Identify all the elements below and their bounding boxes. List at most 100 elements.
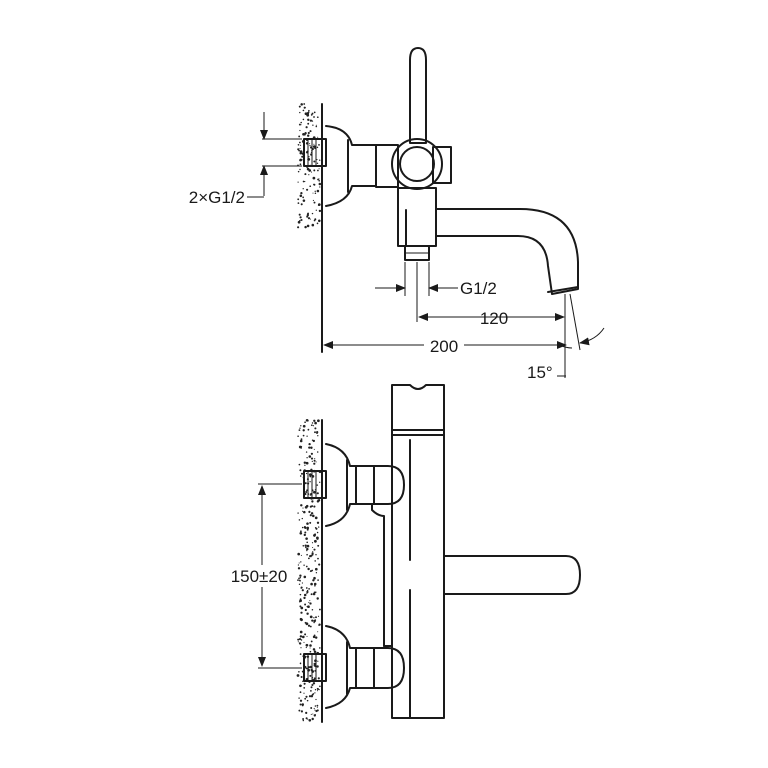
- wall-speck: [314, 190, 316, 192]
- wall-speck: [316, 159, 318, 161]
- wall-speck: [313, 490, 316, 494]
- wall-speck: [316, 521, 320, 524]
- wall-speck: [312, 682, 316, 685]
- wall-speck: [298, 429, 301, 431]
- wall-speck: [310, 690, 312, 692]
- wall-speck: [307, 131, 310, 135]
- wall-speck: [308, 446, 311, 449]
- wall-speck: [313, 576, 316, 580]
- wall-speck: [318, 526, 320, 528]
- wall-speck: [309, 521, 312, 524]
- wall-speck: [299, 163, 302, 166]
- wall-speck: [303, 593, 307, 597]
- wall-speck: [310, 457, 314, 460]
- wall-speck: [317, 579, 319, 581]
- wall-speck: [312, 124, 314, 126]
- wall-speck: [308, 174, 310, 176]
- wall-speck: [304, 225, 307, 229]
- wall-speck: [298, 709, 301, 712]
- wall-speck: [306, 224, 310, 228]
- wall-speck: [304, 531, 307, 534]
- overall-projection-dimension: 200: [323, 335, 567, 356]
- wall-speck: [299, 439, 303, 443]
- wall-speck: [316, 189, 320, 193]
- wall-speck: [298, 697, 300, 699]
- wall-speck: [297, 170, 300, 173]
- wall-speck: [305, 711, 308, 715]
- wall-speck: [314, 705, 317, 707]
- wall-speck: [311, 500, 314, 503]
- wall-speck: [299, 699, 303, 702]
- wall-speck: [299, 635, 303, 638]
- wall-speck: [316, 451, 319, 453]
- wall-speck: [297, 202, 300, 204]
- wall-speck: [308, 510, 311, 513]
- wall-speck: [306, 112, 310, 115]
- wall-speck: [297, 638, 300, 641]
- wall-speck: [299, 194, 303, 198]
- wall-speck: [303, 687, 306, 689]
- wall-speck: [299, 630, 303, 634]
- wall-speck: [298, 213, 301, 216]
- wall-speck: [298, 519, 301, 521]
- wall-speck: [297, 567, 301, 570]
- wall-speck: [311, 693, 314, 696]
- wall-speck: [306, 435, 308, 437]
- wall-speck: [300, 121, 303, 124]
- wall-speck: [318, 144, 320, 146]
- side-view: 2×G1/2 G1/2 120 200 1: [189, 47, 605, 382]
- wall-speck: [312, 145, 316, 148]
- wall-speck: [307, 122, 310, 125]
- wall-speck: [312, 425, 315, 427]
- wall-speck: [300, 611, 303, 614]
- wall-speck: [315, 698, 317, 701]
- flange-side: [325, 125, 377, 207]
- spout-reach-label: 120: [480, 309, 508, 328]
- connecting-bar: [371, 503, 385, 647]
- wall-speck: [314, 709, 316, 711]
- wall-speck: [306, 541, 309, 544]
- wall-speck: [306, 612, 309, 615]
- wall-speck: [297, 181, 299, 183]
- wall-speck: [299, 691, 302, 694]
- spout-angle-dimension: 15°: [527, 293, 605, 382]
- wall-speck: [317, 677, 320, 680]
- spout-angle-label: 15°: [527, 363, 553, 382]
- wall-speck: [303, 103, 306, 105]
- wall-speck: [311, 212, 314, 215]
- wall-speck: [309, 600, 311, 602]
- wall-speck: [318, 178, 320, 180]
- wall-speck: [314, 560, 316, 562]
- wall-speck: [297, 198, 300, 201]
- wall-speck: [311, 422, 314, 424]
- wall-speck: [303, 682, 306, 685]
- wall-speck: [313, 664, 315, 667]
- wall-speck: [302, 188, 304, 190]
- wall-speck: [299, 219, 301, 222]
- wall-speck: [300, 639, 303, 641]
- wall-speck: [317, 615, 320, 617]
- wall-speck: [314, 713, 316, 716]
- wall-speck: [318, 209, 322, 213]
- wall-speck: [298, 105, 301, 108]
- wall-speck: [313, 650, 317, 654]
- wall-speck: [299, 469, 302, 472]
- wall-speck: [306, 528, 309, 531]
- wall-speck: [298, 149, 301, 152]
- wall-speck: [307, 567, 310, 571]
- inlet-thread-dimension: 2×G1/2: [189, 112, 302, 207]
- wall-speck: [306, 544, 310, 548]
- wall-speck: [316, 665, 319, 668]
- wall-speck: [314, 567, 318, 571]
- lower-inlet-front: [303, 625, 405, 709]
- wall-speck: [318, 563, 321, 566]
- wall-speck: [313, 462, 316, 465]
- wall-speck: [317, 435, 319, 437]
- wall-speck: [300, 203, 303, 206]
- wall-speck: [307, 624, 311, 627]
- wall-speck: [307, 605, 310, 609]
- wall-speck: [312, 579, 315, 582]
- wall-speck: [308, 473, 312, 477]
- wall-speck: [314, 431, 316, 434]
- wall-speck: [303, 575, 307, 579]
